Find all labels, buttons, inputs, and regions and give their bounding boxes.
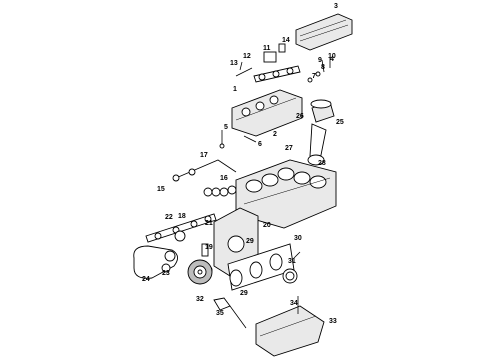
- callout-1: 1: [233, 86, 237, 93]
- callout-4: 4: [330, 56, 334, 63]
- valve-cover: [295, 13, 353, 51]
- callout-23: 23: [162, 270, 170, 277]
- callout-32: 32: [196, 296, 204, 303]
- crankshaft: [227, 243, 301, 291]
- piston-and-rod: [307, 99, 335, 166]
- callout-25: 25: [336, 119, 344, 126]
- callout-3: 3: [334, 3, 338, 10]
- pushrods: [235, 61, 253, 77]
- callout-17: 17: [200, 152, 208, 159]
- callout-29-lower: 29: [240, 290, 248, 297]
- engine-block: [235, 159, 337, 229]
- valves-and-springs: [219, 58, 331, 149]
- callout-12: 12: [243, 53, 251, 60]
- callout-5: 5: [224, 124, 228, 131]
- camshaft-upper: [253, 43, 301, 83]
- callout-20: 20: [263, 222, 271, 229]
- callout-34: 34: [290, 300, 298, 307]
- callout-35: 35: [216, 310, 224, 317]
- cylinder-head: [231, 89, 303, 137]
- oil-pump-pickup: [213, 297, 247, 329]
- callout-8: 8: [321, 64, 325, 71]
- camshaft-lower: [145, 213, 217, 243]
- callout-26: 26: [296, 113, 304, 120]
- callout-21: 21: [205, 220, 213, 227]
- callout-11: 11: [263, 45, 271, 52]
- callout-2: 2: [273, 131, 277, 138]
- callout-15: 15: [157, 186, 165, 193]
- callout-33: 33: [329, 318, 337, 325]
- rear-main-seal: [282, 268, 298, 284]
- callout-7: 7: [312, 73, 316, 80]
- callout-14: 14: [282, 37, 290, 44]
- callout-22: 22: [165, 214, 173, 221]
- callout-18: 18: [178, 213, 186, 220]
- callout-30: 30: [294, 235, 302, 242]
- callout-28: 28: [318, 160, 326, 167]
- timing-chain: [133, 230, 186, 279]
- callout-24: 24: [142, 276, 150, 283]
- oil-pan: [255, 296, 325, 357]
- callout-9: 9: [318, 57, 322, 64]
- callout-16: 16: [220, 175, 228, 182]
- harmonic-balancer: [187, 259, 213, 285]
- callout-6: 6: [258, 141, 262, 148]
- callout-19: 19: [205, 244, 213, 251]
- callout-29-upper: 29: [246, 238, 254, 245]
- callout-31: 31: [288, 258, 296, 265]
- callout-27: 27: [285, 145, 293, 152]
- rocker-arms: [172, 159, 237, 197]
- callout-10: 10: [328, 53, 336, 60]
- callout-13: 13: [230, 60, 238, 67]
